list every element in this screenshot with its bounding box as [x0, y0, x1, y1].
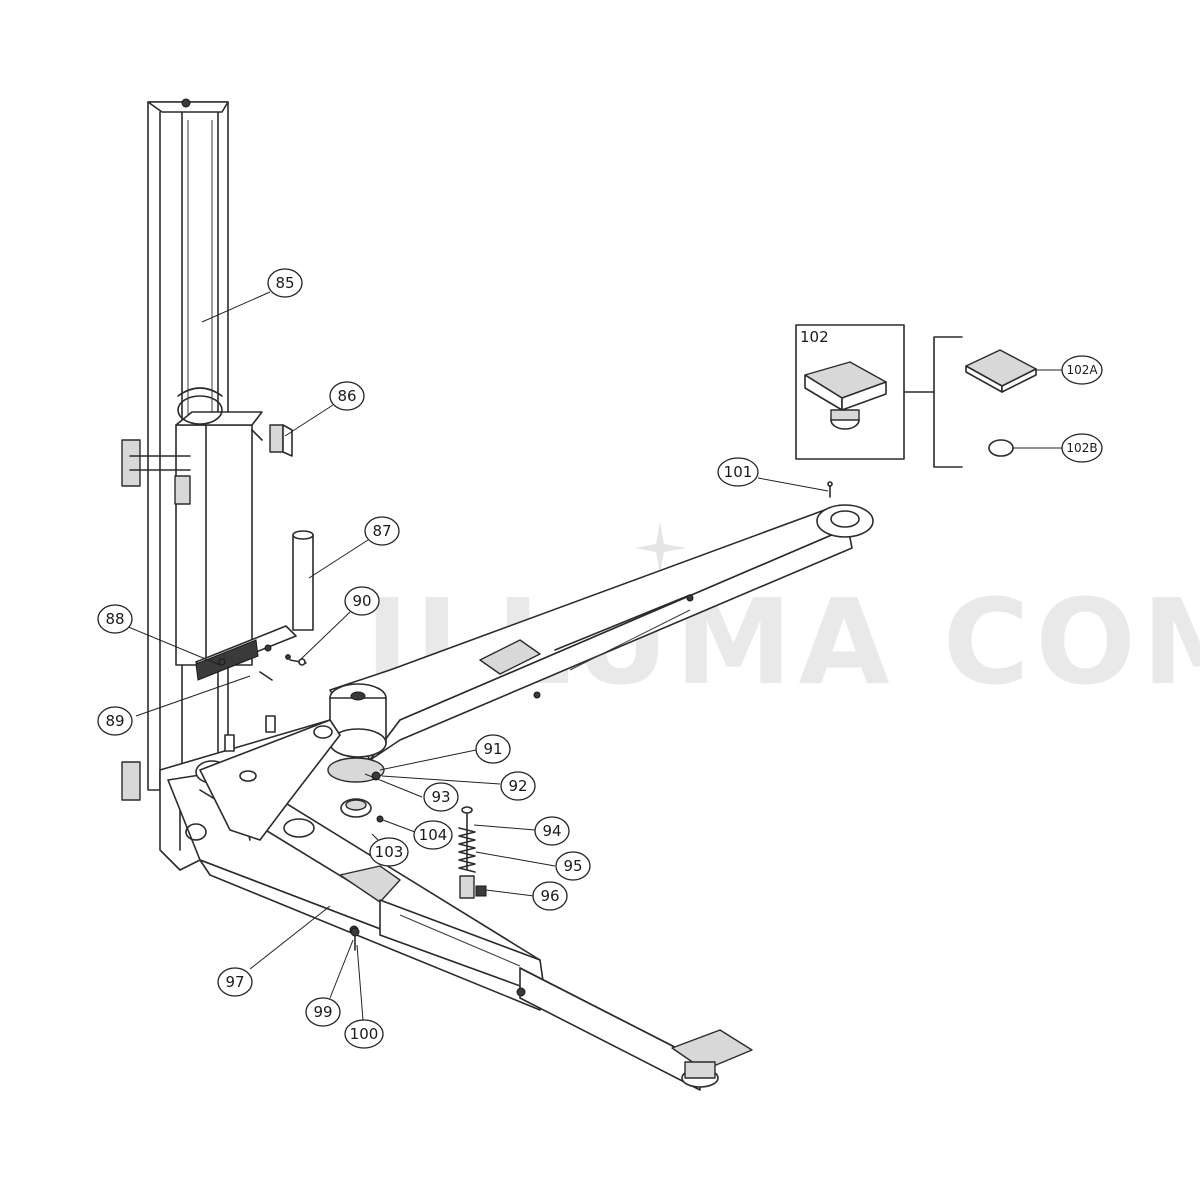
callout-94: 94 — [534, 816, 570, 846]
callout-102a: 102A — [1061, 355, 1103, 385]
part-87-pin — [292, 530, 314, 631]
column-post — [121, 98, 341, 871]
spring-pin-assembly — [458, 806, 487, 899]
rear-arm — [327, 504, 874, 783]
base-plate — [199, 715, 341, 841]
svg-text:86: 86 — [337, 387, 356, 405]
svg-text:87: 87 — [372, 522, 391, 540]
part-101-pin — [827, 481, 833, 498]
detail-box-label: 102 — [800, 328, 829, 346]
svg-text:99: 99 — [313, 1003, 332, 1021]
svg-text:90: 90 — [352, 592, 371, 610]
svg-text:100: 100 — [350, 1025, 379, 1043]
callout-96: 96 — [532, 881, 568, 911]
callout-95: 95 — [555, 851, 591, 881]
svg-text:103: 103 — [375, 843, 404, 861]
svg-text:97: 97 — [225, 973, 244, 991]
callout-97: 97 — [217, 967, 253, 997]
svg-text:102B: 102B — [1066, 441, 1097, 455]
svg-text:94: 94 — [542, 822, 561, 840]
svg-text:104: 104 — [419, 826, 448, 844]
svg-text:95: 95 — [563, 857, 582, 875]
part-86-block — [269, 424, 293, 457]
callout-101: 101 — [717, 457, 759, 487]
svg-text:89: 89 — [105, 712, 124, 730]
gear-lock-assembly — [195, 625, 307, 681]
screws-99-100 — [350, 927, 360, 951]
detail-box-102: 102 — [795, 324, 1037, 468]
svg-text:96: 96 — [540, 887, 559, 905]
svg-text:91: 91 — [483, 740, 502, 758]
callout-103: 103 — [369, 837, 409, 867]
callout-87: 87 — [364, 516, 400, 546]
callout-104: 104 — [413, 820, 453, 850]
svg-text:101: 101 — [724, 463, 753, 481]
callout-102b: 102B — [1061, 433, 1103, 463]
svg-text:93: 93 — [431, 788, 450, 806]
callout-91: 91 — [475, 734, 511, 764]
callout-89: 89 — [97, 706, 133, 736]
svg-text:85: 85 — [275, 274, 294, 292]
callout-99: 99 — [305, 997, 341, 1027]
watermark-star-icon — [634, 522, 686, 574]
part-103-104 — [340, 798, 384, 823]
callout-85: 85 — [267, 268, 303, 298]
callout-88: 88 — [97, 604, 133, 634]
callout-93: 93 — [423, 782, 459, 812]
svg-text:88: 88 — [105, 610, 124, 628]
callout-86: 86 — [329, 381, 365, 411]
svg-text:92: 92 — [508, 777, 527, 795]
callout-100: 100 — [344, 1019, 384, 1049]
callout-90: 90 — [344, 586, 380, 616]
svg-text:102A: 102A — [1066, 363, 1098, 377]
callout-92: 92 — [500, 771, 536, 801]
